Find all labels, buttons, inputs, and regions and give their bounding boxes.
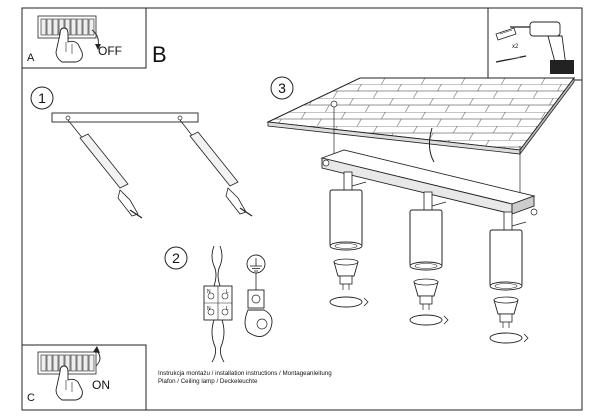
panel-c [21, 344, 147, 411]
fuse-box-icon-c [37, 351, 97, 375]
screw-icon [495, 55, 527, 63]
hand-icon-c [55, 365, 83, 401]
step-1-number: 1 [38, 90, 46, 106]
terminal-label-1: N [207, 289, 211, 295]
terminal-label-2: L [226, 289, 229, 295]
hand-icon-a [55, 27, 83, 63]
panel-a [21, 7, 147, 69]
terminal-label-3: N [207, 306, 211, 312]
panel-c-letter: C [27, 392, 35, 404]
footer-line-1: Instrukcja montażu / installation instru… [158, 370, 332, 377]
spotlight-3 [489, 211, 527, 291]
wall-plug-right [179, 119, 253, 217]
wall-plug-icon [495, 27, 517, 41]
bulb-3 [493, 296, 519, 328]
ring-2 [409, 314, 449, 326]
step-2-circle [164, 246, 188, 270]
spotlight-1 [329, 171, 367, 251]
panel-c-switch-text: ON [92, 378, 110, 392]
step-1-circle [30, 86, 54, 110]
bulb-1 [333, 258, 359, 290]
terminal-connector [203, 245, 233, 363]
ring-3 [489, 332, 529, 344]
lamp-rail [320, 149, 538, 216]
footer-line-2: Plafon / Ceiling lamp / Deckeleuchte [158, 378, 258, 385]
spotlight-2 [409, 191, 447, 271]
terminal-label-4: L [226, 306, 229, 312]
mounting-bar [51, 112, 199, 123]
tools-multiplier: x2 [512, 44, 519, 50]
panel-a-switch-text: OFF [98, 44, 122, 58]
step-2-figure [164, 245, 273, 363]
ground-terminal [244, 254, 273, 337]
step-3-circle [270, 76, 294, 100]
step-3-figure [266, 76, 575, 344]
ceiling-plane [266, 76, 575, 156]
footer-caption: Instrukcja montażu / installation instru… [158, 370, 332, 386]
panel-b-letter: B [152, 42, 167, 67]
wall-plug-left [67, 119, 143, 219]
outer-frame [21, 7, 583, 411]
ground-symbol-icon [250, 258, 262, 272]
drill-icon [510, 21, 574, 74]
step-1-figure [30, 86, 253, 219]
bulb-2 [413, 278, 439, 310]
step-2-number: 2 [172, 250, 180, 266]
step-3-number: 3 [278, 80, 286, 96]
tools-panel [487, 7, 583, 81]
panel-a-letter: A [27, 52, 35, 64]
ring-1 [329, 296, 369, 308]
